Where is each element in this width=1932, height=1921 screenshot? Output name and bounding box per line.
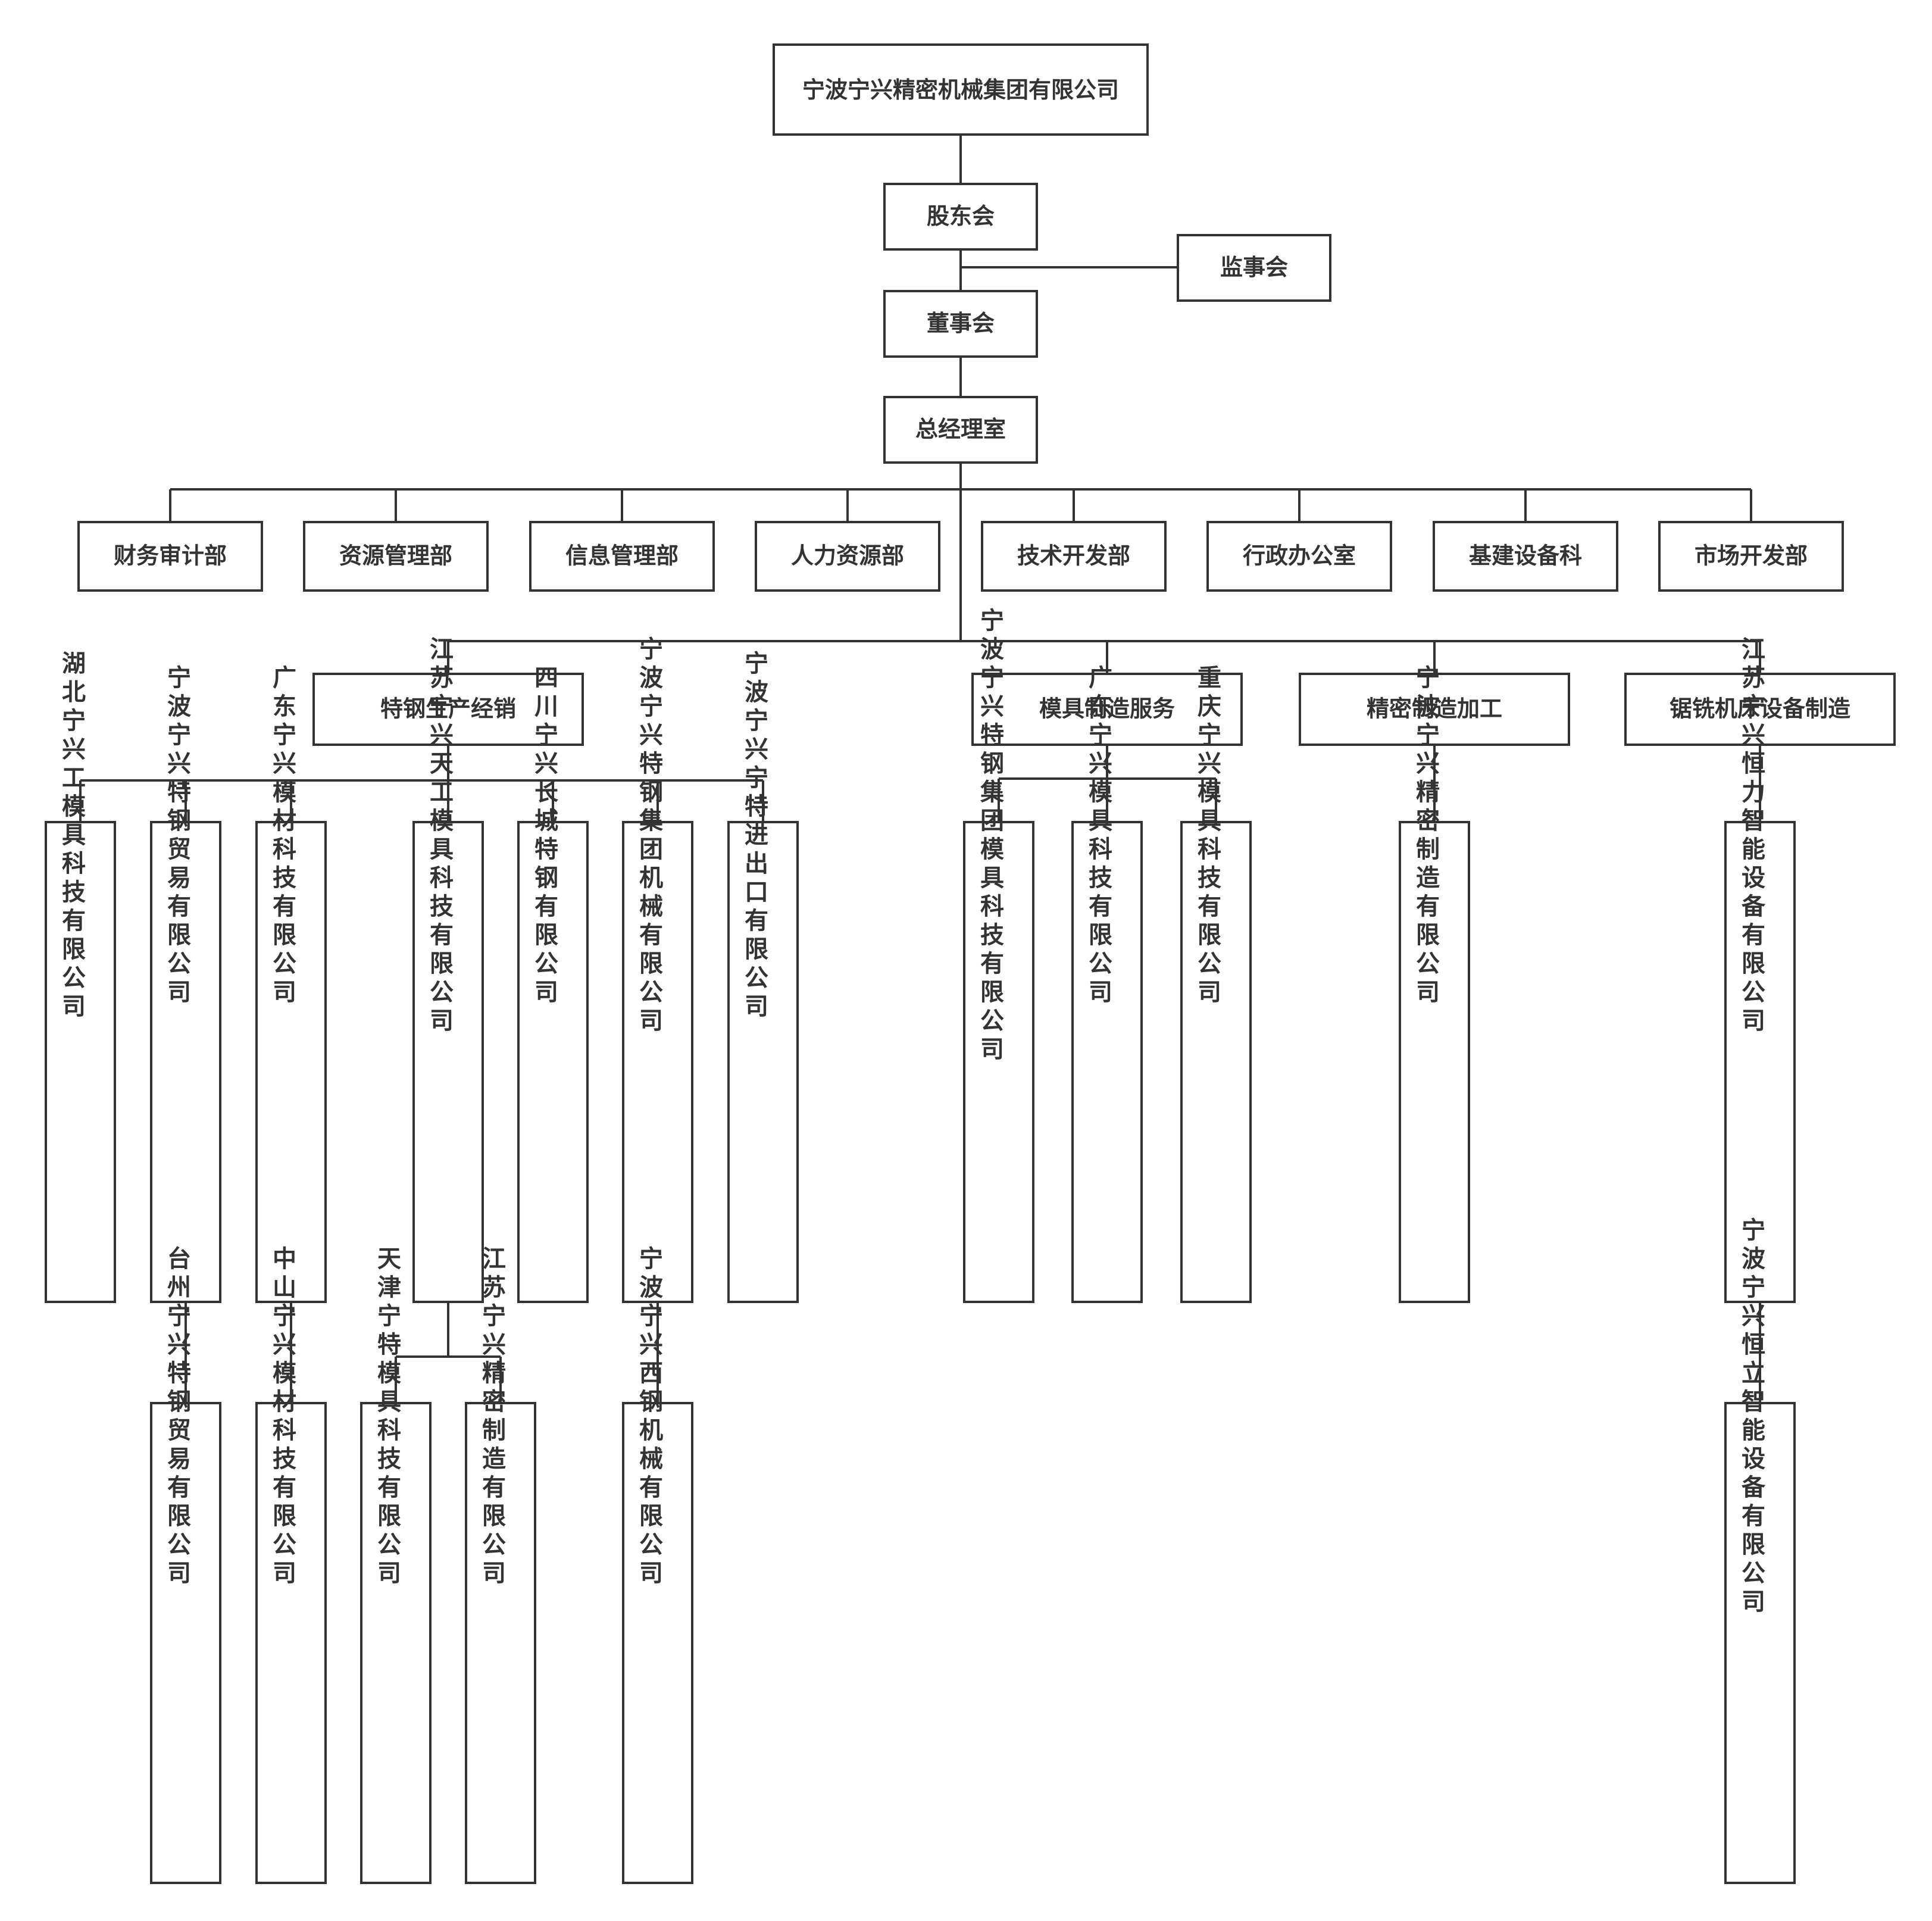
- company-box-label: 广东宁兴模材科技有限公司: [269, 665, 296, 1008]
- division-box-label: 精密制造加工: [1367, 697, 1502, 722]
- subsidiary-box-label: 台州宁兴特钢贸易有限公司: [164, 1246, 191, 1589]
- gm-office-label: 总经理室: [915, 417, 1006, 442]
- department-box-label: 人力资源部: [791, 544, 904, 569]
- company-box: 广东宁兴模具科技有限公司: [1071, 665, 1143, 1303]
- subsidiary-box-label: 天津宁特模具科技有限公司: [374, 1246, 401, 1589]
- company-box-label: 重庆宁兴模具科技有限公司: [1194, 665, 1221, 1008]
- board-label: 董事会: [927, 311, 995, 336]
- company-box: 江苏宁兴天工模具科技有限公司: [412, 636, 484, 1303]
- supervisors-node: 监事会: [1177, 234, 1331, 302]
- board-node: 董事会: [883, 290, 1038, 358]
- company-box-label: 宁波宁兴特钢集团机械有限公司: [636, 636, 664, 1036]
- division-box-label: 锯铣机床设备制造: [1670, 697, 1850, 722]
- subsidiary-box-label: 宁波宁兴西钢机械有限公司: [636, 1246, 663, 1589]
- companies-row: 湖北宁兴工模具科技有限公司 宁波宁兴特钢贸易有限公司 广东宁兴模材科技有限公司 江苏宁…: [45, 608, 1796, 1303]
- department-box-label: 财务审计部: [114, 544, 227, 569]
- subsidiary-box: 宁波宁兴恒立智能设备有限公司: [1724, 1217, 1796, 1884]
- department-box-label: 行政办公室: [1243, 543, 1356, 569]
- subsidiaries-row: 台州宁兴特钢贸易有限公司 中山宁兴模材科技有限公司 天津宁特模具科技有限公司 江苏宁兴…: [150, 1217, 1796, 1884]
- company-box-label: 江苏宁兴恒力智能设备有限公司: [1738, 636, 1765, 1036]
- department-box: 资源管理部: [303, 521, 489, 592]
- division-box-label: 特钢生产经销: [380, 697, 516, 722]
- subsidiary-box: 天津宁特模具科技有限公司: [360, 1246, 432, 1884]
- company-box: 重庆宁兴模具科技有限公司: [1180, 665, 1252, 1303]
- department-box: 行政办公室: [1206, 521, 1392, 592]
- subsidiary-box-label: 中山宁兴模材科技有限公司: [269, 1246, 296, 1589]
- departments-row: 财务审计部 资源管理部 信息管理部 人力资源部 技术开发部 行政办公室 基建设备科 市场开发部: [77, 521, 1844, 592]
- root-label: 宁波宁兴精密机械集团有限公司: [802, 78, 1119, 103]
- department-box-label: 市场开发部: [1695, 544, 1808, 569]
- department-box-label: 资源管理部: [339, 544, 452, 569]
- company-box: 宁波宁兴特钢集团模具科技有限公司: [963, 608, 1034, 1303]
- subsidiary-box: 宁波宁兴西钢机械有限公司: [622, 1246, 693, 1884]
- department-box: 基建设备科: [1433, 521, 1618, 592]
- subsidiary-box: 中山宁兴模材科技有限公司: [255, 1246, 327, 1884]
- company-box-label: 宁波宁兴特钢集团模具科技有限公司: [977, 608, 1005, 1065]
- department-box-label: 技术开发部: [1017, 544, 1130, 569]
- department-box: 信息管理部: [529, 521, 715, 592]
- subsidiary-box: 台州宁兴特钢贸易有限公司: [150, 1246, 221, 1884]
- company-box-label: 广东宁兴模具科技有限公司: [1085, 665, 1112, 1008]
- subsidiary-box: 江苏宁兴精密制造有限公司: [465, 1246, 536, 1884]
- subsidiary-box-label: 宁波宁兴恒立智能设备有限公司: [1738, 1217, 1765, 1617]
- company-box-label: 湖北宁兴工模具科技有限公司: [58, 651, 86, 1022]
- supervisors-label: 监事会: [1220, 255, 1288, 280]
- company-box: 四川宁兴长城特钢有限公司: [517, 665, 589, 1303]
- company-box-label: 宁波宁兴特钢贸易有限公司: [164, 665, 191, 1008]
- connector-lines: [79, 135, 1761, 1403]
- divisions-row: 特钢生产经销 模具制造服务 精密制造加工 锯铣机床设备制造: [312, 673, 1896, 746]
- department-box: 市场开发部: [1658, 521, 1844, 592]
- company-box: 宁波宁兴特钢集团机械有限公司: [622, 636, 693, 1303]
- company-box: 江苏宁兴恒力智能设备有限公司: [1724, 636, 1796, 1303]
- department-box: 技术开发部: [981, 521, 1167, 592]
- department-box-label: 信息管理部: [565, 544, 679, 569]
- company-box-label: 四川宁兴长城特钢有限公司: [531, 665, 558, 1008]
- shareholders-label: 股东会: [927, 204, 995, 229]
- company-box: 广东宁兴模材科技有限公司: [255, 665, 327, 1303]
- department-box: 人力资源部: [755, 521, 940, 592]
- shareholders-node: 股东会: [883, 183, 1038, 251]
- company-box: 宁波宁兴宁特进出口有限公司: [727, 651, 799, 1303]
- company-box-label: 宁波宁兴精密制造有限公司: [1412, 665, 1440, 1008]
- company-box: 宁波宁兴精密制造有限公司: [1399, 665, 1470, 1303]
- gm-office-node: 总经理室: [883, 396, 1038, 464]
- division-box: 特钢生产经销: [312, 673, 584, 746]
- division-box: 锯铣机床设备制造: [1624, 673, 1896, 746]
- subsidiary-box-label: 江苏宁兴精密制造有限公司: [479, 1246, 506, 1589]
- company-box-label: 宁波宁兴宁特进出口有限公司: [741, 651, 768, 1022]
- root-node: 宁波宁兴精密机械集团有限公司: [773, 43, 1149, 136]
- department-box-label: 基建设备科: [1469, 544, 1582, 569]
- division-box-label: 模具制造服务: [1039, 697, 1175, 722]
- company-box: 湖北宁兴工模具科技有限公司: [45, 651, 116, 1303]
- company-box: 宁波宁兴特钢贸易有限公司: [150, 665, 221, 1303]
- division-box: 模具制造服务: [971, 673, 1243, 746]
- company-box-label: 江苏宁兴天工模具科技有限公司: [426, 636, 454, 1036]
- department-box: 财务审计部: [77, 521, 263, 592]
- division-box: 精密制造加工: [1299, 673, 1570, 746]
